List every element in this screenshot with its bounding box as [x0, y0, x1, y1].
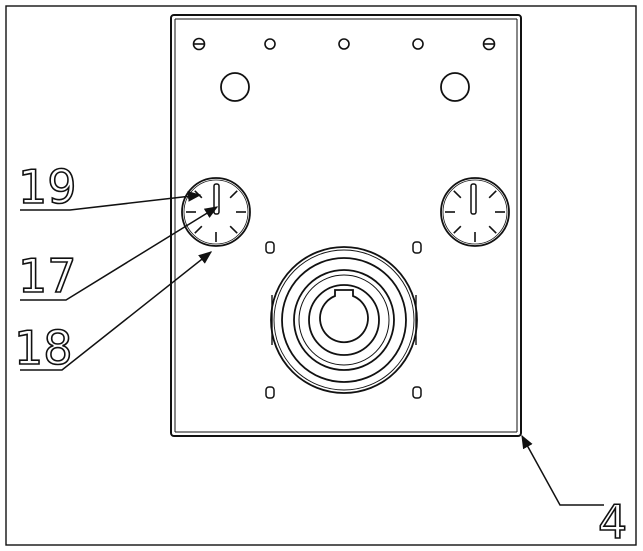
- bolt-hole: [412, 241, 422, 254]
- top-hole: [412, 38, 424, 50]
- top-hole: [264, 38, 276, 50]
- bolt-hole: [265, 241, 275, 254]
- dial-tick: [453, 190, 462, 199]
- bolt-hole: [412, 386, 422, 399]
- keyed-bore: [319, 289, 369, 344]
- callout-18: 18: [14, 321, 73, 375]
- callout-4: 4: [598, 495, 627, 549]
- top-screw-left: [192, 37, 206, 51]
- top-screw-right: [482, 37, 496, 51]
- leader-19: [20, 191, 202, 211]
- leader-18: [20, 251, 213, 371]
- dial-tick: [229, 225, 238, 234]
- bolt-hole: [265, 386, 275, 399]
- dial-tick: [229, 190, 238, 199]
- leader-4: [521, 434, 604, 506]
- mounting-hole-left: [220, 72, 250, 102]
- drawing-frame: [5, 5, 637, 546]
- dial-pointer: [470, 183, 477, 215]
- mounting-hole-right: [440, 72, 470, 102]
- dial-tick: [488, 190, 497, 199]
- dial-knob-right: [440, 177, 510, 247]
- dial-tick: [488, 225, 497, 234]
- dial-tick: [453, 225, 462, 234]
- dial-tick: [194, 225, 203, 234]
- callout-17: 17: [18, 249, 77, 303]
- callout-19: 19: [18, 160, 77, 214]
- central-shaft-assembly: [270, 246, 418, 394]
- mounting-plate: [170, 14, 522, 437]
- top-hole: [338, 38, 350, 50]
- leader-17: [20, 206, 219, 301]
